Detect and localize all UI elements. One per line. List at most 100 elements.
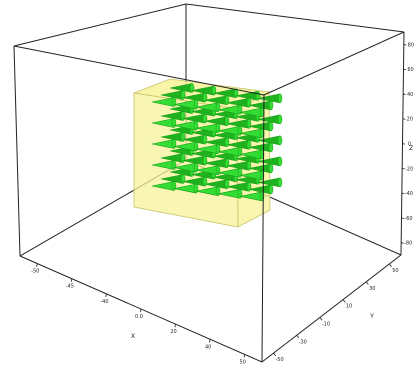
x-tick <box>243 354 246 358</box>
arrow-cone <box>151 139 177 149</box>
y-tick-label: -10 <box>322 321 330 327</box>
y-tick-label: -50 <box>275 357 283 363</box>
z-tick <box>403 68 407 71</box>
y-tick <box>342 299 346 303</box>
arrow-cone <box>248 184 274 195</box>
y-tick <box>389 263 392 267</box>
arrow-cone <box>248 163 274 174</box>
x-tick-label: -40 <box>100 299 108 305</box>
cone-base <box>268 100 274 111</box>
arrow-cone <box>213 88 239 99</box>
arrow-cone <box>195 144 221 155</box>
top-left-depth-edge <box>13 3 187 47</box>
x-tick-label: -45 <box>66 284 74 290</box>
arrow-cone <box>257 114 283 125</box>
z-axis-title: Z <box>409 145 413 152</box>
z-tick <box>401 192 405 195</box>
z-tick-label: -40 <box>405 191 413 197</box>
z-tick <box>402 118 406 120</box>
z-tick <box>403 93 406 96</box>
arrow-cone <box>217 167 243 178</box>
z-tick <box>402 143 406 145</box>
arrow-cone <box>257 177 283 188</box>
arrow-field <box>151 83 283 202</box>
arrow-cone <box>226 139 252 150</box>
cone-base <box>277 135 283 146</box>
y-tick <box>296 335 300 339</box>
z-tick <box>402 167 405 170</box>
arrow-cone <box>173 120 199 131</box>
z-tick-label: 40 <box>407 92 413 98</box>
arrow-cone <box>160 90 186 100</box>
arrow-cone <box>217 146 243 157</box>
x-tick-label: 50 <box>240 359 246 365</box>
cone-base <box>268 184 274 195</box>
x-tick <box>70 278 73 282</box>
arrow-cone <box>239 107 265 118</box>
bottom-right-depth-edge <box>261 254 402 363</box>
y-axis: -50 -30 -10 10 30 50Y <box>273 263 399 363</box>
y-axis-title: Y <box>369 313 374 320</box>
arrow-cone <box>257 93 283 104</box>
z-tick-label: -60 <box>404 216 412 222</box>
cone-base <box>268 142 274 153</box>
z-tick-label: 60 <box>407 67 413 73</box>
cone-base <box>268 121 274 132</box>
z-tick <box>401 217 405 219</box>
x-axis: -50 -45 -40 0.0 20 40 50 X <box>31 263 246 365</box>
top-right-depth-edge <box>263 31 405 96</box>
z-tick <box>403 44 407 46</box>
arrow-cone <box>173 183 199 194</box>
arrow-cone <box>182 134 208 145</box>
y-tick-label: 10 <box>346 304 352 310</box>
top-back-edge <box>185 3 405 33</box>
cone-base <box>268 163 274 174</box>
arrow-cone <box>151 97 177 107</box>
x-tick <box>36 263 38 267</box>
x-tick <box>105 293 107 298</box>
z-tick-label: 80 <box>408 42 414 48</box>
front-left-edge <box>13 45 21 257</box>
y-tick-label: -30 <box>299 339 307 345</box>
x-axis-title: X <box>131 333 135 340</box>
cone-base <box>277 114 283 125</box>
x-tick-label: 0.0 <box>135 314 143 320</box>
z-tick-label: 20 <box>407 117 413 123</box>
y-tick <box>273 352 277 357</box>
arrow-cone <box>160 132 186 142</box>
y-tick <box>365 281 369 285</box>
x-tick-label: 20 <box>170 329 176 335</box>
x-tick <box>139 308 142 313</box>
y-tick <box>319 317 323 321</box>
arrow-cone <box>239 128 265 139</box>
front-right-edge <box>261 94 265 363</box>
arrow-cone <box>195 123 221 134</box>
z-tick-label: -80 <box>404 241 412 247</box>
cone-base <box>277 177 283 188</box>
x-tick <box>174 324 176 328</box>
arrow-cone <box>248 142 274 153</box>
arrow-cone <box>195 186 221 197</box>
arrow-cone <box>204 158 230 169</box>
arrow-cone <box>239 149 265 160</box>
x-tick-label: 40 <box>205 344 211 350</box>
arrow-cone <box>160 174 186 184</box>
arrow-cone <box>160 153 186 163</box>
front-top-edge <box>13 45 265 96</box>
arrow-cone <box>257 156 283 167</box>
y-tick-label: 30 <box>369 286 375 292</box>
x-tick-label: -50 <box>31 269 39 275</box>
y-tick-label: 50 <box>392 268 398 274</box>
arrow-cone <box>257 135 283 146</box>
arrow-cone <box>248 100 274 111</box>
z-tick-label: 0 <box>408 142 411 148</box>
z-tick <box>401 242 404 244</box>
arrow-cone <box>248 121 274 132</box>
arrow-cone <box>151 181 177 191</box>
cone-base <box>277 156 283 167</box>
cone-base <box>277 93 283 104</box>
x-tick <box>209 339 211 343</box>
arrow-cone <box>173 99 199 110</box>
